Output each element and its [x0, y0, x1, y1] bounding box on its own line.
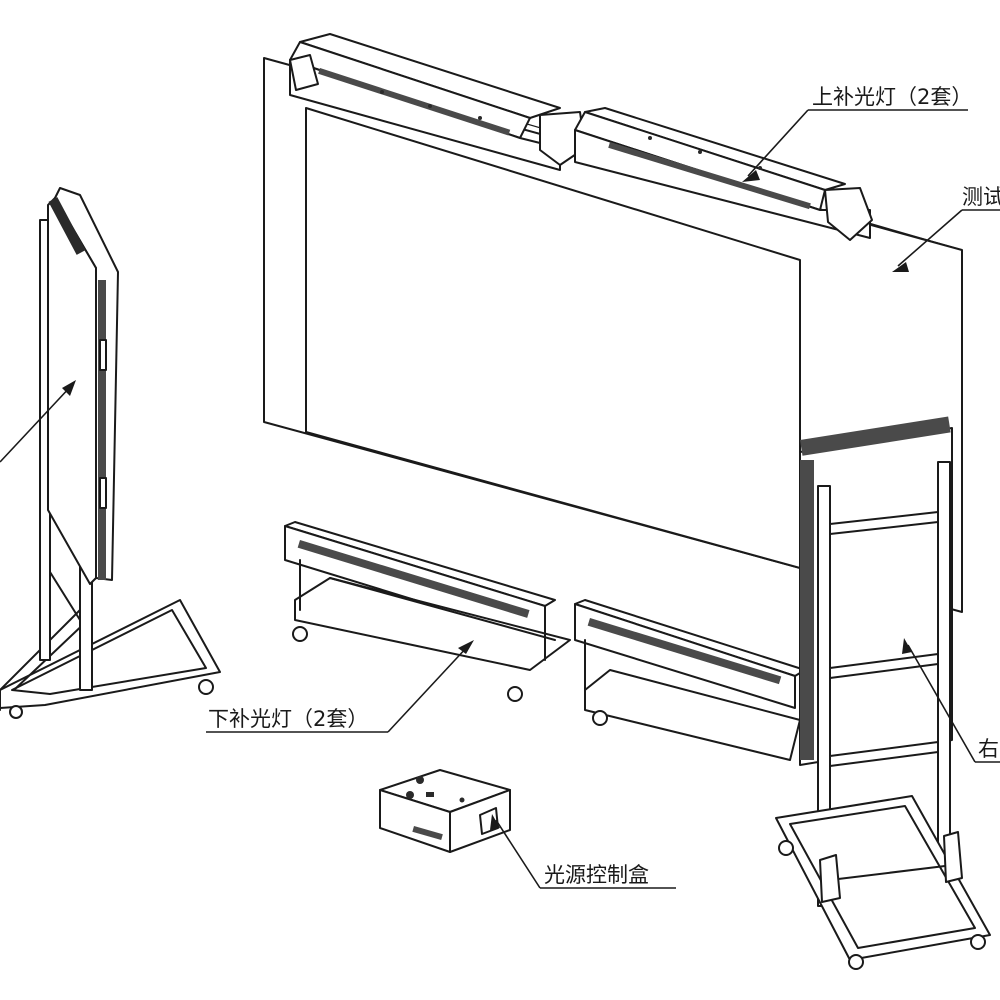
bottom-light-label: 下补光灯（2套）	[208, 707, 368, 731]
top-light-label: 上补光灯（2套）	[812, 85, 972, 109]
callout-right-stand: 右	[902, 638, 1000, 763]
top-light-left	[289, 33, 586, 171]
right-stand-rungs	[829, 511, 939, 767]
test-chart-label: 测试	[962, 185, 1000, 209]
left-panel-led-strip	[48, 197, 107, 580]
callout-bottom-light: 下补光灯（2套）	[206, 640, 474, 733]
callout-control-box: 光源控制盒	[490, 814, 676, 889]
right-stand-label: 右	[978, 737, 999, 761]
callout-test-chart: 测试	[892, 185, 1000, 272]
callout-top-light: 上补光灯（2套）	[742, 85, 972, 182]
top-light-right	[574, 107, 873, 241]
bottom-light-left	[284, 521, 571, 702]
right-light-stand	[775, 416, 991, 970]
left-light-stand	[0, 187, 221, 719]
light-control-box	[379, 769, 511, 853]
control-box-label: 光源控制盒	[544, 863, 649, 887]
test-chart-panel	[263, 57, 963, 613]
bottom-light-right	[574, 599, 806, 761]
